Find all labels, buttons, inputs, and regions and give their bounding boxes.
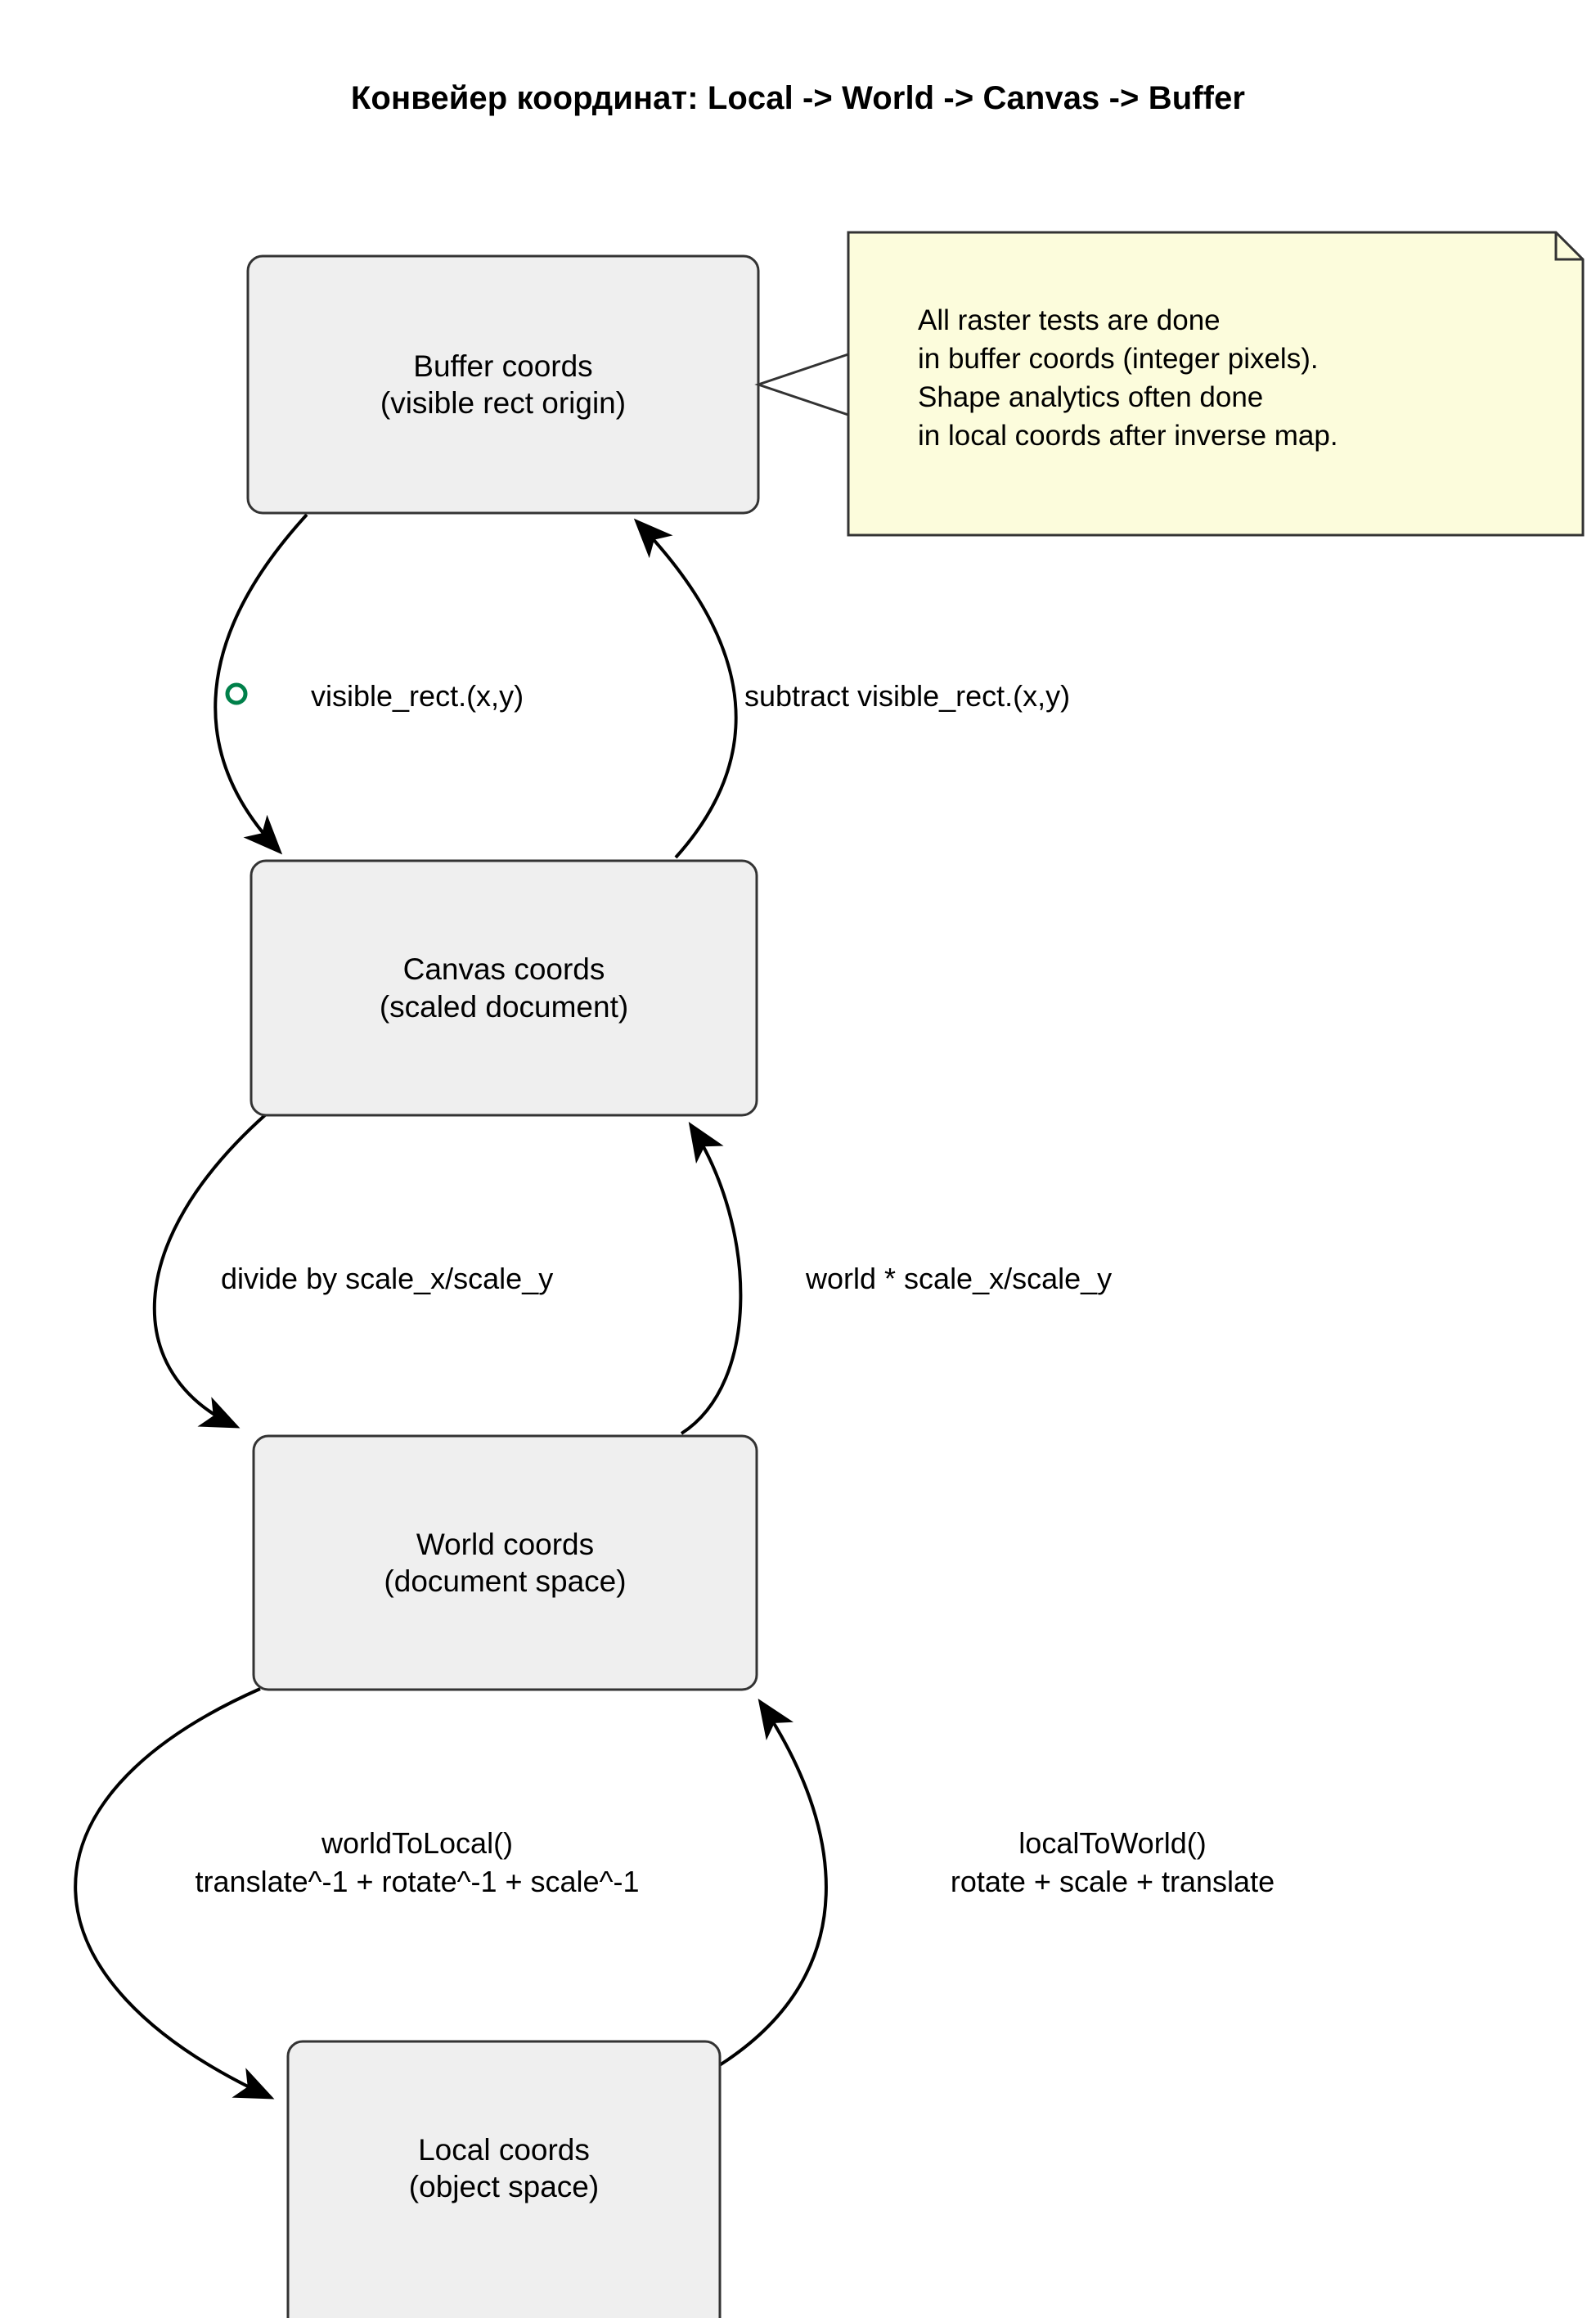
edge-label-world-to-local-line-2: translate^-1 + rotate^-1 + scale^-1	[195, 1864, 640, 1898]
note-line-1: All raster tests are done	[918, 304, 1221, 336]
edge-label-world-to-canvas: world * scale_x/scale_y	[806, 1260, 1215, 1299]
node-local-coords[interactable]	[286, 2040, 722, 2318]
node-local-coords-label: Local coords (object space)	[288, 2041, 720, 2295]
edge-label-canvas-to-buffer: subtract visible_rect.(x,y)	[744, 677, 1186, 716]
note-line-4: in local coords after inverse map.	[918, 419, 1338, 452]
edge-buffer-to-canvas	[214, 513, 308, 855]
edge-local-to-world	[717, 1699, 828, 2068]
node-local-line-2: (object space)	[408, 2170, 600, 2203]
edge-label-local-to-world-line-2: rotate + scale + translate	[950, 1864, 1275, 1898]
edge-source-circle-icon	[225, 682, 248, 705]
node-world-line-1: World coords	[416, 1527, 595, 1561]
edge-label-world-to-local: worldToLocal() translate^-1 + rotate^-1 …	[74, 1825, 761, 1902]
edge-canvas-to-world	[152, 1113, 267, 1429]
node-canvas-line-1: Canvas coords	[402, 952, 605, 987]
node-canvas-line-2: (scaled document)	[379, 989, 629, 1024]
edge-label-local-to-world: localToWorld() rotate + scale + translat…	[867, 1825, 1358, 1902]
edge-label-canvas-to-world: divide by scale_x/scale_y	[221, 1260, 646, 1299]
edge-label-canvas-to-world-line-1: divide by scale_x/scale_y	[221, 1262, 554, 1295]
node-world-coords-label: World coords (document space)	[254, 1436, 757, 1690]
node-canvas-coords[interactable]	[250, 859, 758, 1117]
note-text: All raster tests are done in buffer coor…	[918, 302, 1572, 456]
node-buffer-line-2: (visible rect origin)	[380, 386, 627, 420]
edge-label-buffer-to-canvas-line-1: visible_rect.(x,y)	[311, 679, 524, 713]
edge-canvas-to-buffer	[633, 518, 738, 859]
node-buffer-line-1: Buffer coords	[413, 349, 593, 383]
edge-label-world-to-local-line-1: worldToLocal()	[321, 1826, 514, 1860]
edge-label-local-to-world-line-1: localToWorld()	[1018, 1826, 1207, 1860]
note-line-2: in buffer coords (integer pixels).	[918, 342, 1319, 375]
node-world-line-2: (document space)	[384, 1564, 627, 1598]
node-local-line-1: Local coords	[418, 2132, 590, 2167]
edge-label-buffer-to-canvas: visible_rect.(x,y)	[311, 677, 589, 716]
node-canvas-coords-label: Canvas coords (scaled document)	[251, 861, 757, 1115]
node-world-coords[interactable]	[252, 1434, 758, 1691]
note-line-3: Shape analytics often done	[918, 380, 1264, 413]
node-buffer-coords-label: Buffer coords (visible rect origin)	[248, 256, 758, 513]
edge-label-canvas-to-buffer-line-1: subtract visible_rect.(x,y)	[744, 679, 1071, 713]
page-title: Конвейер координат: Local -> World -> Ca…	[350, 80, 1246, 116]
edge-world-to-canvas	[680, 1121, 743, 1435]
edge-world-to-local	[74, 1687, 275, 2100]
note-fold-icon	[1554, 232, 1583, 261]
edge-label-world-to-canvas-line-1: world * scale_x/scale_y	[806, 1262, 1113, 1295]
